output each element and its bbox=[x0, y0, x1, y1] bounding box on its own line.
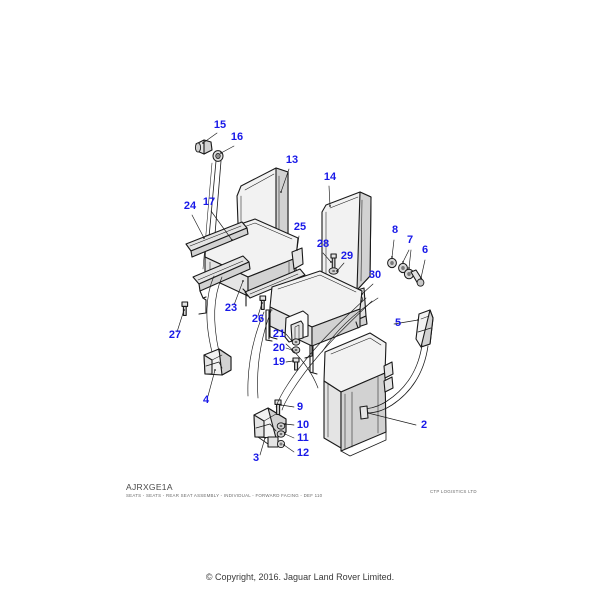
callout-label-9: 9 bbox=[297, 401, 303, 413]
part-19-screw bbox=[292, 357, 300, 371]
callout-label-16: 16 bbox=[231, 131, 243, 143]
part-11-washer bbox=[276, 430, 286, 438]
callout-label-25: 25 bbox=[294, 221, 306, 233]
callout-label-10: 10 bbox=[297, 419, 309, 431]
callout-label-13: 13 bbox=[286, 154, 298, 166]
footer-description: SEATS - SEATS - REAR SEAT ASSEMBLY - IND… bbox=[126, 493, 323, 498]
callout-label-3: 3 bbox=[253, 452, 259, 464]
callout-label-5: 5 bbox=[395, 317, 401, 329]
callout-label-7: 7 bbox=[407, 234, 413, 246]
part-15-strap-buckle bbox=[194, 139, 213, 155]
callout-label-28: 28 bbox=[317, 238, 329, 250]
part-21-washer bbox=[291, 338, 301, 346]
callout-label-17: 17 bbox=[203, 196, 215, 208]
part-right-squab-cushion bbox=[323, 332, 394, 457]
callout-label-11: 11 bbox=[297, 432, 309, 444]
part-16-eyelet bbox=[212, 150, 224, 162]
callout-label-20: 20 bbox=[273, 342, 285, 354]
part-4-bracket-left bbox=[203, 348, 232, 376]
callout-label-14: 14 bbox=[324, 171, 337, 183]
callout-label-12: 12 bbox=[297, 447, 309, 459]
part-7-washer-a bbox=[398, 262, 408, 274]
callout-label-24: 24 bbox=[184, 200, 197, 212]
part-23-seat-rail-front bbox=[192, 255, 251, 299]
callout-label-21: 21 bbox=[273, 328, 285, 340]
leader-curves bbox=[206, 275, 379, 411]
part-6-bolt bbox=[410, 269, 425, 287]
part-base-cushion bbox=[269, 270, 363, 359]
part-10-washer bbox=[276, 422, 286, 430]
callout-label-6: 6 bbox=[422, 244, 428, 256]
callout-label-2: 2 bbox=[421, 419, 427, 431]
callout-leaders bbox=[176, 132, 426, 456]
callout-label-19: 19 bbox=[273, 356, 285, 368]
callout-label-8: 8 bbox=[392, 224, 398, 236]
callout-label-15: 15 bbox=[214, 119, 226, 131]
callout-label-4: 4 bbox=[203, 394, 210, 406]
callout-label-29: 29 bbox=[341, 250, 353, 262]
callout-label-27: 27 bbox=[169, 329, 181, 341]
part-28-bolt bbox=[330, 253, 337, 270]
part-24-seat-rail-rear bbox=[185, 221, 249, 258]
part-2-retaining-strap bbox=[359, 344, 429, 420]
part-8-washer bbox=[387, 257, 397, 269]
seat-frame-tube bbox=[198, 288, 247, 315]
callout-label-23: 23 bbox=[225, 302, 237, 314]
footer-part-code: AJRXGE1A bbox=[126, 482, 173, 492]
callout-label-30: 30 bbox=[369, 269, 381, 281]
callout-label-26: 26 bbox=[252, 313, 264, 325]
part-29-washer bbox=[328, 267, 339, 275]
part-25-rail-right bbox=[244, 268, 306, 299]
base-frame-tube-down bbox=[309, 344, 318, 375]
part-25-frame-support bbox=[291, 247, 304, 277]
part-20-washer bbox=[291, 346, 301, 354]
copyright-notice: © Copyright, 2016. Jaguar Land Rover Lim… bbox=[206, 572, 394, 582]
part-5-strap-bracket bbox=[415, 309, 434, 348]
footer-vendor: CTP LOGISTICS LTD bbox=[430, 489, 477, 494]
part-12-nut bbox=[276, 439, 286, 449]
callout-number-group: 2345678910111213141516171920212324252627… bbox=[169, 119, 428, 464]
